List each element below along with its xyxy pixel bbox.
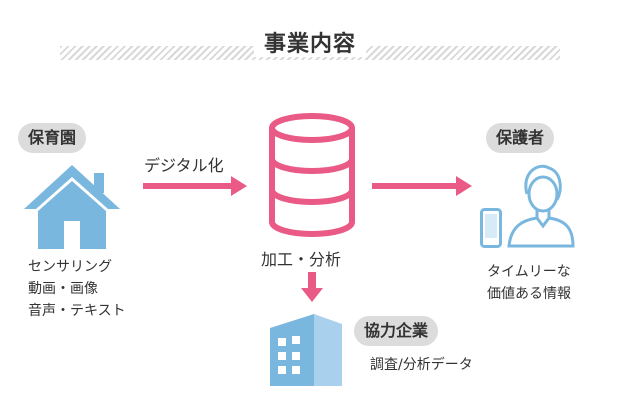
page-title: 事業内容 — [0, 26, 620, 58]
partner-label: 協力企業 — [354, 316, 439, 346]
data-item-video: 動画・画像 — [28, 281, 98, 297]
data-item-sensing: センサリング — [28, 259, 112, 275]
database-icon — [269, 113, 355, 237]
guardian-line-valuable: 価値ある情報 — [487, 286, 571, 302]
arrow-to-guardian — [372, 176, 472, 196]
arrow-to-partner — [301, 272, 323, 302]
smartphone-icon — [480, 208, 502, 248]
house-icon — [24, 165, 120, 249]
guardian-label: 保護者 — [486, 123, 555, 153]
processing-label: 加工・分析 — [261, 250, 342, 269]
nursery-label: 保育園 — [18, 123, 87, 153]
data-item-audio: 音声・テキスト — [28, 303, 126, 319]
building-icon — [270, 314, 342, 386]
nursery-data-list: センサリング 動画・画像 音声・テキスト — [28, 256, 126, 322]
guardian-value-text: タイムリーな 価値ある情報 — [487, 261, 571, 305]
person-icon — [507, 164, 575, 248]
partner-data-label: 調査/分析データ — [370, 357, 473, 373]
digitalization-label: デジタル化 — [144, 156, 224, 175]
arrow-digitalize — [143, 176, 247, 196]
guardian-line-timely: タイムリーな — [487, 264, 571, 280]
